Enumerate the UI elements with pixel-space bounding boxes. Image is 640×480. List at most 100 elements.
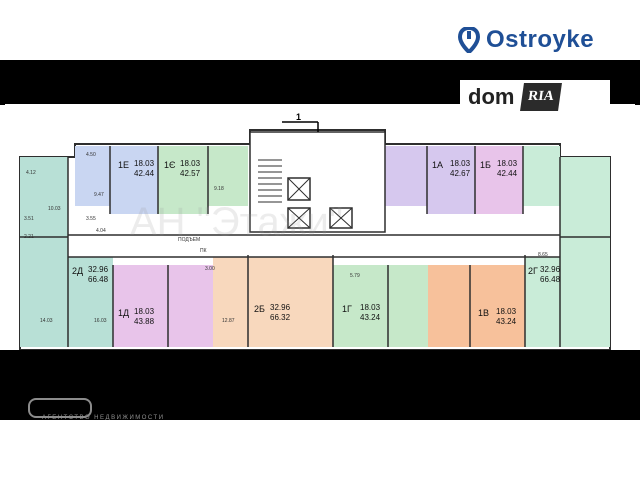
stair-core [249,131,386,233]
logo-text: Ostroyke [486,26,595,53]
svg-text:18.03: 18.03 [180,159,201,168]
agency-logo-icon [28,398,92,418]
svg-text:18.03: 18.03 [497,159,518,168]
plan-bottom-band [0,350,640,420]
watermark-overlay: АН "Этажи" [130,200,343,244]
svg-text:42.44: 42.44 [497,169,518,178]
corridor [68,235,560,257]
svg-text:32.96: 32.96 [88,265,109,274]
room-values: 4.12 4.50 9.47 3.55 10.03 3.51 14.03 16.… [24,152,548,324]
apartment-1ye [158,146,208,214]
apartment-1e [110,146,158,214]
svg-text:18.03: 18.03 [450,159,471,168]
svg-text:66.48: 66.48 [88,275,109,284]
room-right-lower [560,237,610,347]
pin-icon [458,27,480,53]
ria-text: RIA [520,83,563,111]
svg-text:2Д: 2Д [72,266,83,276]
plan-top-strip [5,104,635,112]
svg-text:42.67: 42.67 [450,169,471,178]
svg-text:2Г: 2Г [528,266,538,276]
footer-blank [0,420,640,480]
room-top-left-2 [208,146,248,206]
svg-text:4.50: 4.50 [86,152,96,158]
svg-text:43.24: 43.24 [496,317,517,326]
room-top-right-1 [385,146,427,206]
apartment-1g [333,265,388,347]
svg-text:3.55: 3.55 [86,216,96,222]
svg-text:32.96: 32.96 [540,265,561,274]
elevator-2 [287,207,311,229]
apartment-1a [427,146,475,214]
svg-text:3.51: 3.51 [24,216,34,222]
svg-text:9.47: 9.47 [94,192,104,198]
ostroyke-logo[interactable]: Ostroyke [458,20,638,60]
apartment-1b [475,146,523,214]
svg-text:1Б: 1Б [480,160,491,170]
svg-text:5.79: 5.79 [350,273,360,279]
svg-text:4.12: 4.12 [26,170,36,176]
apartment-1d [113,265,168,347]
section-marker: 1 [282,112,319,132]
svg-text:1Д: 1Д [118,308,129,318]
svg-text:10.03: 10.03 [48,206,61,212]
interior-walls [20,146,610,347]
svg-text:8.65: 8.65 [538,252,548,258]
apartment-2g [525,255,560,347]
svg-text:1Є: 1Є [164,160,176,170]
svg-text:43.88: 43.88 [134,317,155,326]
svg-text:1Е: 1Е [118,160,129,170]
dom-text: dom [468,84,515,109]
room-left-upper [20,157,68,237]
header-bar: Ostroyke [0,0,640,60]
svg-text:66.48: 66.48 [540,275,561,284]
svg-text:1Г: 1Г [342,304,352,314]
agency-watermark: АГЕНТСТВО НЕДВИЖИМОСТИ [28,398,218,424]
svg-text:42.57: 42.57 [180,169,201,178]
svg-text:12.87: 12.87 [222,318,235,324]
svg-text:18.03: 18.03 [134,307,155,316]
svg-text:32.96: 32.96 [270,303,291,312]
elevator-3 [329,207,353,229]
room-bottom-1 [168,265,213,347]
agency-text: АГЕНТСТВО НЕДВИЖИМОСТИ [42,415,165,421]
svg-text:2.21: 2.21 [24,234,34,240]
apartment-2b [248,255,333,347]
svg-text:14.03: 14.03 [40,318,53,324]
svg-text:16.03: 16.03 [94,318,107,324]
svg-text:1В: 1В [478,308,489,318]
room-right-upper [560,157,610,237]
svg-text:18.03: 18.03 [134,159,155,168]
apartment-1v [470,265,525,347]
elevator-1 [287,177,311,201]
svg-text:9.18: 9.18 [214,186,224,192]
room-left-lower [20,237,68,347]
svg-text:66.32: 66.32 [270,313,291,322]
room-bottom-4 [428,265,470,347]
svg-text:3.00: 3.00 [205,266,215,272]
room-top-left-1 [75,146,110,206]
section-number: 1 [296,112,301,122]
svg-text:18.03: 18.03 [496,307,517,316]
svg-text:1А: 1А [432,160,443,170]
stair-label: ПОДЪЕМ [178,237,200,243]
room-bottom-3 [388,265,428,347]
room-bottom-2 [213,255,248,347]
apartment-2d [68,255,113,347]
stair-steps [258,159,282,203]
corridor-label: ПК [200,248,207,254]
svg-text:42.44: 42.44 [134,169,155,178]
domria-watermark: dom RIA [460,80,610,114]
